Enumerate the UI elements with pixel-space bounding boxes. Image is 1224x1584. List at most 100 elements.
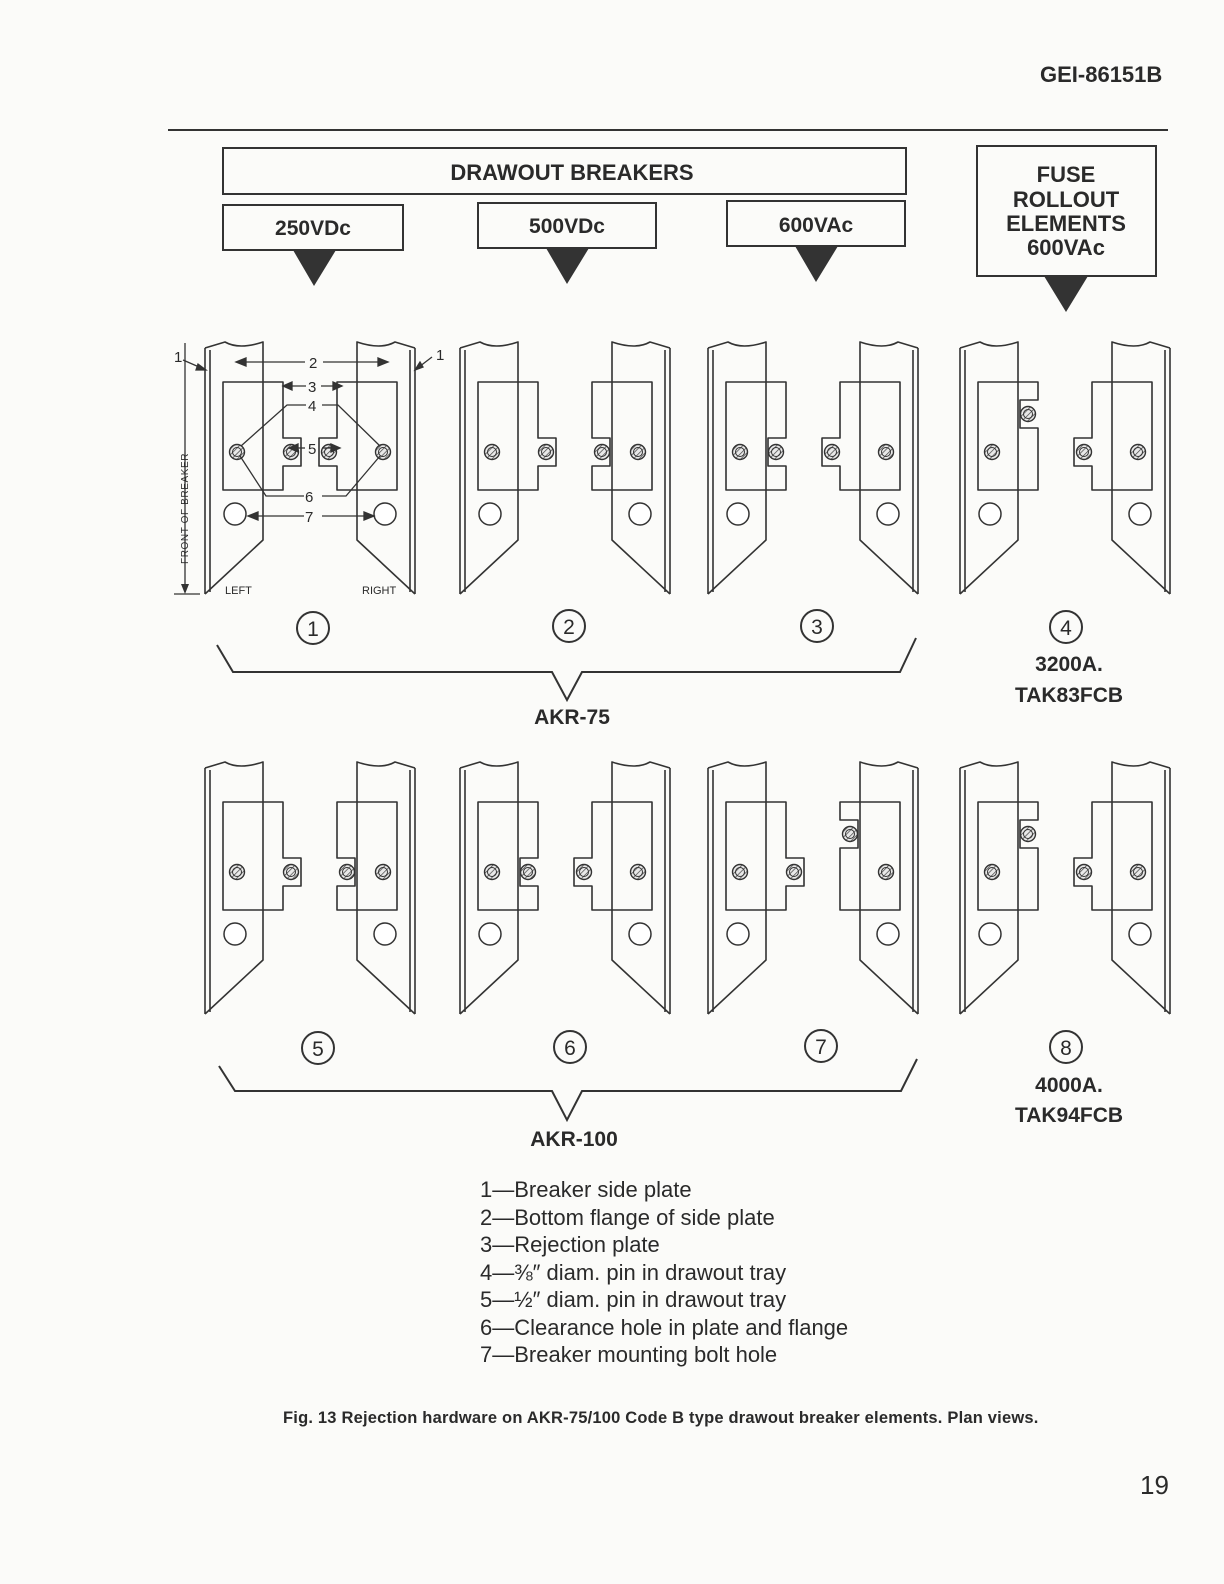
side-plate-right-config-5 (336, 761, 416, 1015)
pin-1-2 (1019, 825, 1037, 843)
pin-3-8 (629, 863, 647, 881)
config-number-2: 2 (552, 609, 586, 643)
mounting-bolt-hole (478, 502, 502, 526)
legend-item: 4—⅜″ diam. pin in drawout tray (480, 1259, 787, 1285)
right-label: RIGHT (362, 585, 397, 597)
side-plate-left-config-5 (204, 761, 302, 1015)
pin-1-2 (785, 863, 803, 881)
fuse-label-line: ROLLOUT (1013, 187, 1120, 212)
front-of-breaker-label: FRONT OF BREAKER (180, 453, 191, 564)
pointer-triangle (546, 248, 589, 284)
brace-akr-75 (216, 637, 917, 703)
callout-annotations (182, 356, 433, 521)
side-plate-right-config-7 (839, 761, 919, 1015)
side-plate-left-config-8 (959, 761, 1039, 1015)
voltage-label: 600VAc (779, 214, 854, 237)
pin-3-8 (228, 863, 246, 881)
svg-text:7: 7 (815, 1036, 827, 1059)
svg-text:6: 6 (564, 1037, 576, 1060)
callout-3: 3 (308, 379, 316, 396)
legend-list: 1—Breaker side plate 2—Bottom flange of … (480, 1176, 848, 1369)
rejection-plate (477, 801, 539, 911)
mounting-bolt-hole (1128, 922, 1152, 946)
pin-1-2 (575, 863, 593, 881)
pin-3-8 (1129, 443, 1147, 461)
header-rule (168, 129, 1168, 131)
mounting-bolt-hole (978, 502, 1002, 526)
pin-1-2 (1075, 443, 1093, 461)
voltage-box-600vac: 600VAc (726, 200, 906, 247)
pin-1-2 (1075, 863, 1093, 881)
pointer-triangle (293, 250, 336, 286)
legend-item: 6—Clearance hole in plate and flange (480, 1314, 849, 1340)
pin-1-2 (537, 443, 555, 461)
config-number-3: 3 (800, 609, 834, 643)
side-plate-right-config-6 (573, 761, 671, 1015)
rejection-plate (839, 801, 901, 911)
pin-3-8 (483, 863, 501, 881)
pin-3-8 (877, 443, 895, 461)
rejection-plate (573, 801, 653, 911)
side-plate-left-config-6 (459, 761, 539, 1015)
pin-1-2 (593, 443, 611, 461)
pin-3-8 (374, 863, 392, 881)
mounting-bolt-hole (628, 502, 652, 526)
config-number-6: 6 (553, 1030, 587, 1064)
left-label: LEFT (225, 585, 252, 597)
legend-item: 5—½″ diam. pin in drawout tray (480, 1287, 787, 1312)
config-number-7: 7 (804, 1029, 838, 1063)
side-plate-left-config-7 (707, 761, 805, 1015)
mounting-bolt-hole (373, 922, 397, 946)
callout-2: 2 (309, 355, 317, 372)
pin-1-2 (519, 863, 537, 881)
pin-3-8 (731, 863, 749, 881)
legend-item: 1—Breaker side plate (480, 1177, 692, 1202)
side-plate-right-config-8 (1073, 761, 1171, 1015)
config-number-5: 5 (301, 1031, 335, 1065)
pin-3-8 (483, 443, 501, 461)
callout-1-right: 1 (436, 347, 444, 364)
svg-text:4: 4 (1060, 617, 1072, 640)
rejection-plate (725, 801, 805, 911)
pin-1-2 (1019, 405, 1037, 423)
svg-text:5: 5 (312, 1038, 324, 1061)
svg-text:8: 8 (1060, 1037, 1072, 1060)
mounting-bolt-hole (876, 502, 900, 526)
pointer-triangle (1044, 276, 1088, 312)
rejection-plate (591, 381, 653, 491)
svg-text:3: 3 (811, 616, 823, 639)
svg-text:4000A.: 4000A. (1035, 1074, 1103, 1097)
config-number-8: 8 (1049, 1030, 1083, 1064)
side-plate-right-config-2 (591, 341, 671, 595)
svg-text:TAK94FCB: TAK94FCB (1015, 1104, 1123, 1127)
mounting-bolt-hole (726, 502, 750, 526)
svg-text:3200A.: 3200A. (1035, 653, 1103, 676)
page-number: 19 (1140, 1470, 1169, 1500)
pin-3-8 (228, 443, 246, 461)
side-plates-group (204, 341, 1171, 1015)
rejection-plate (477, 381, 557, 491)
side-plate-left-config-4 (959, 341, 1039, 595)
mounting-bolt-hole (478, 922, 502, 946)
pin-3-8 (983, 443, 1001, 461)
drawout-breakers-label: DRAWOUT BREAKERS (450, 160, 693, 185)
side-plate-right-config-3 (821, 341, 919, 595)
pin-3-8 (1129, 863, 1147, 881)
config-number-1: 1 (296, 611, 330, 645)
brace-akr-100 (218, 1058, 918, 1123)
pin-3-8 (731, 443, 749, 461)
pin-1-2 (282, 863, 300, 881)
voltage-box-500vdc: 500VDc (477, 202, 657, 249)
pin-3-8 (983, 863, 1001, 881)
pin-1-2 (823, 443, 841, 461)
rejection-plate (1073, 801, 1153, 911)
callout-6: 6 (305, 489, 313, 506)
rejection-plate (977, 381, 1039, 491)
pin-3-8 (629, 443, 647, 461)
mounting-bolt-hole (223, 922, 247, 946)
voltage-label: 500VDc (529, 215, 605, 238)
side-plate-right-config-1 (318, 341, 416, 595)
fuse-label-line: FUSE (1037, 162, 1096, 187)
legend-item: 7—Breaker mounting bolt hole (480, 1342, 778, 1367)
